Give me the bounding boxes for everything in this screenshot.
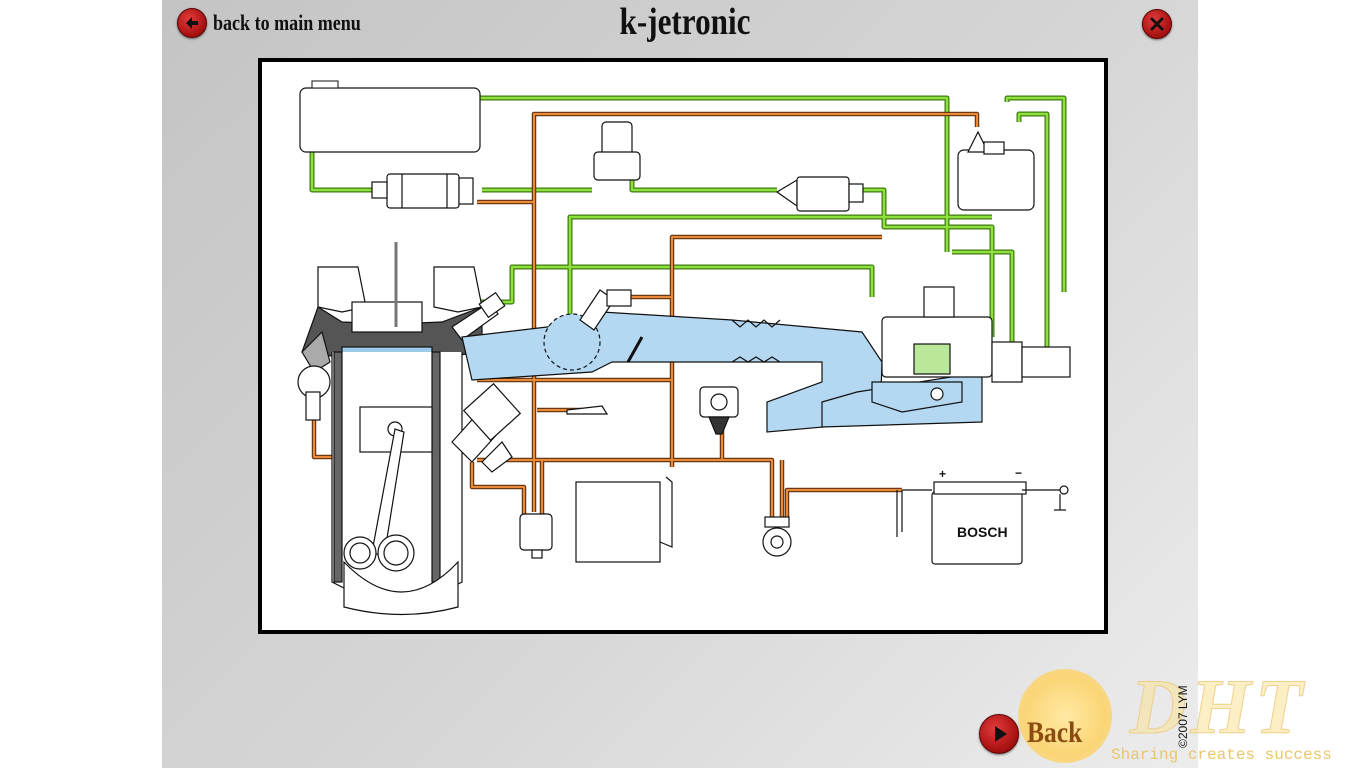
fuel-tank — [299, 80, 481, 153]
control-relay — [519, 513, 553, 559]
engine-block — [297, 242, 483, 616]
fuel-accumulator — [593, 121, 641, 181]
electric-lines — [311, 111, 980, 517]
thermo-time-switch — [566, 405, 609, 415]
ignition-switch — [762, 516, 792, 557]
watermark-tagline: Sharing creates success — [1111, 746, 1332, 764]
play-icon — [979, 714, 1019, 754]
fuel-filter — [775, 176, 864, 212]
close-button[interactable] — [1142, 9, 1172, 39]
ignition-distributor — [451, 382, 522, 473]
injection-valve — [451, 291, 506, 341]
battery — [896, 481, 1069, 565]
cold-start-valve — [579, 289, 632, 331]
mixture-control-unit — [871, 286, 1071, 413]
k-jetronic-diagram: BOSCH + − — [258, 58, 1108, 634]
electronic-control-box — [575, 476, 673, 563]
back-arrow-icon — [177, 8, 207, 38]
page-title: k-jetronic — [619, 1, 751, 43]
battery-plus-label: + — [939, 467, 947, 481]
auxiliary-air-device — [699, 386, 739, 435]
watermark-glow — [1018, 669, 1112, 763]
back-button-label: Back — [1027, 716, 1083, 749]
fuel-pump — [371, 173, 474, 209]
close-icon — [1150, 17, 1164, 31]
battery-minus-label: − — [1015, 466, 1023, 480]
back-to-main-menu-label: back to main menu — [213, 10, 361, 35]
warm-up-regulator — [957, 130, 1035, 211]
copyright-text: ©2007 LYM — [1176, 685, 1190, 748]
battery-brand-label: BOSCH — [957, 524, 1008, 540]
watermark-logo: DHT — [1130, 663, 1307, 751]
